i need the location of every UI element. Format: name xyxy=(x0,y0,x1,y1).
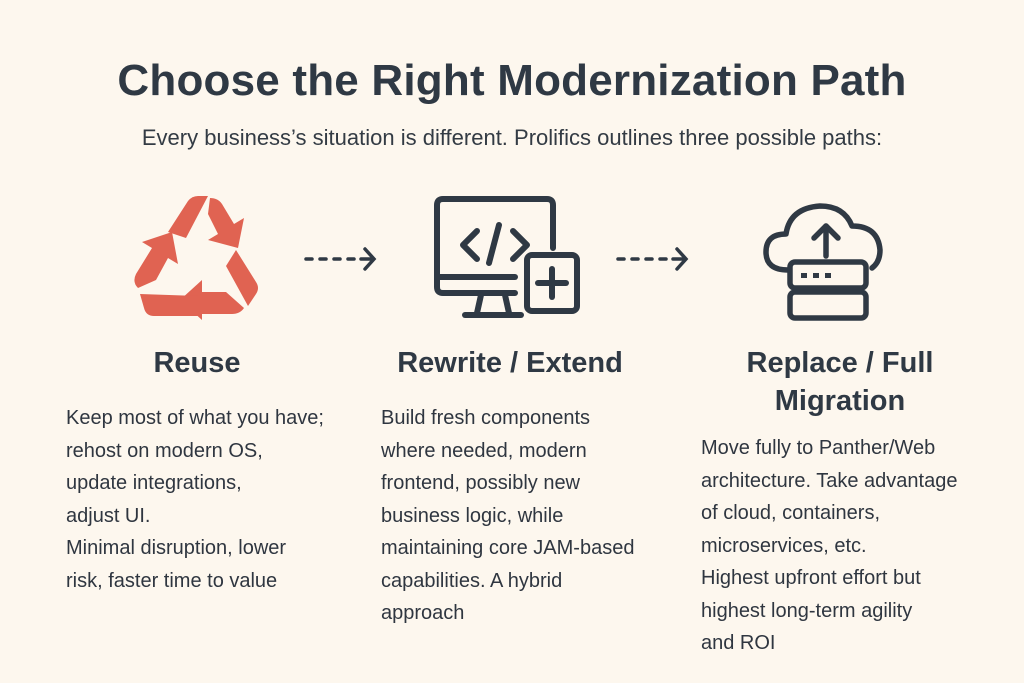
path-description-rewrite-extend: Build fresh components where needed, mod… xyxy=(381,407,635,624)
recycle-icon xyxy=(134,196,258,320)
path-heading-reuse: Reuse xyxy=(153,347,241,379)
path-heading-rewrite-extend: Rewrite / Extend xyxy=(397,347,623,379)
dashed-arrow-icon xyxy=(616,247,689,271)
heading-line-1: Replace / Full xyxy=(746,347,934,379)
path-description-reuse: Keep most of what you have; rehost on mo… xyxy=(66,407,324,592)
page-title: Choose the Right Modernization Path xyxy=(117,56,907,105)
path-heading-replace-migration: Replace / Full Migration xyxy=(690,344,990,420)
monitor-code-plus-icon xyxy=(434,196,580,318)
page-subtitle: Every business’s situation is different.… xyxy=(141,125,883,150)
dashed-arrow-icon xyxy=(304,247,377,271)
heading-line-2: Migration xyxy=(774,385,906,417)
path-description-replace-migration: Move fully to Panther/Web architecture. … xyxy=(701,437,958,654)
cloud-server-upload-icon xyxy=(763,203,883,321)
